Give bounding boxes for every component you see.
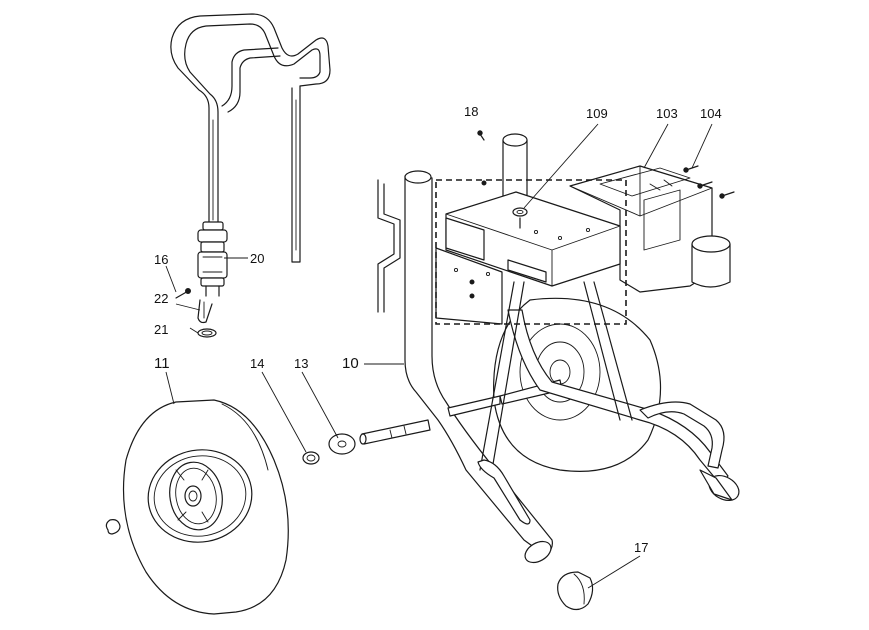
callout-22: 22 — [154, 291, 168, 306]
callout-16: 16 — [154, 252, 168, 267]
callout-17: 17 — [634, 540, 648, 555]
callout-13: 13 — [294, 356, 308, 371]
handle-small-parts — [175, 288, 217, 338]
callout-10: 10 — [342, 355, 359, 372]
engine-assembly — [435, 130, 735, 325]
washer-13 — [328, 433, 356, 455]
callout-18: 18 — [464, 104, 478, 119]
callout-11: 11 — [154, 355, 170, 372]
foot-cap — [557, 571, 594, 611]
callout-104: 104 — [700, 106, 722, 121]
callout-20: 20 — [250, 251, 264, 266]
hitch-pin — [105, 519, 121, 535]
callout-21: 21 — [154, 322, 168, 337]
left-wheel — [122, 399, 289, 615]
callout-103: 103 — [656, 106, 678, 121]
washer-14 — [302, 451, 320, 465]
handle-assembly — [170, 13, 331, 297]
callout-14: 14 — [250, 356, 264, 371]
callout-109: 109 — [586, 106, 608, 121]
pump-plate-outline — [435, 179, 627, 325]
leader-lines — [165, 123, 713, 589]
callout-labels: 18 109 103 104 16 20 22 21 11 14 13 10 1… — [154, 104, 722, 555]
cart-frame — [359, 170, 740, 564]
